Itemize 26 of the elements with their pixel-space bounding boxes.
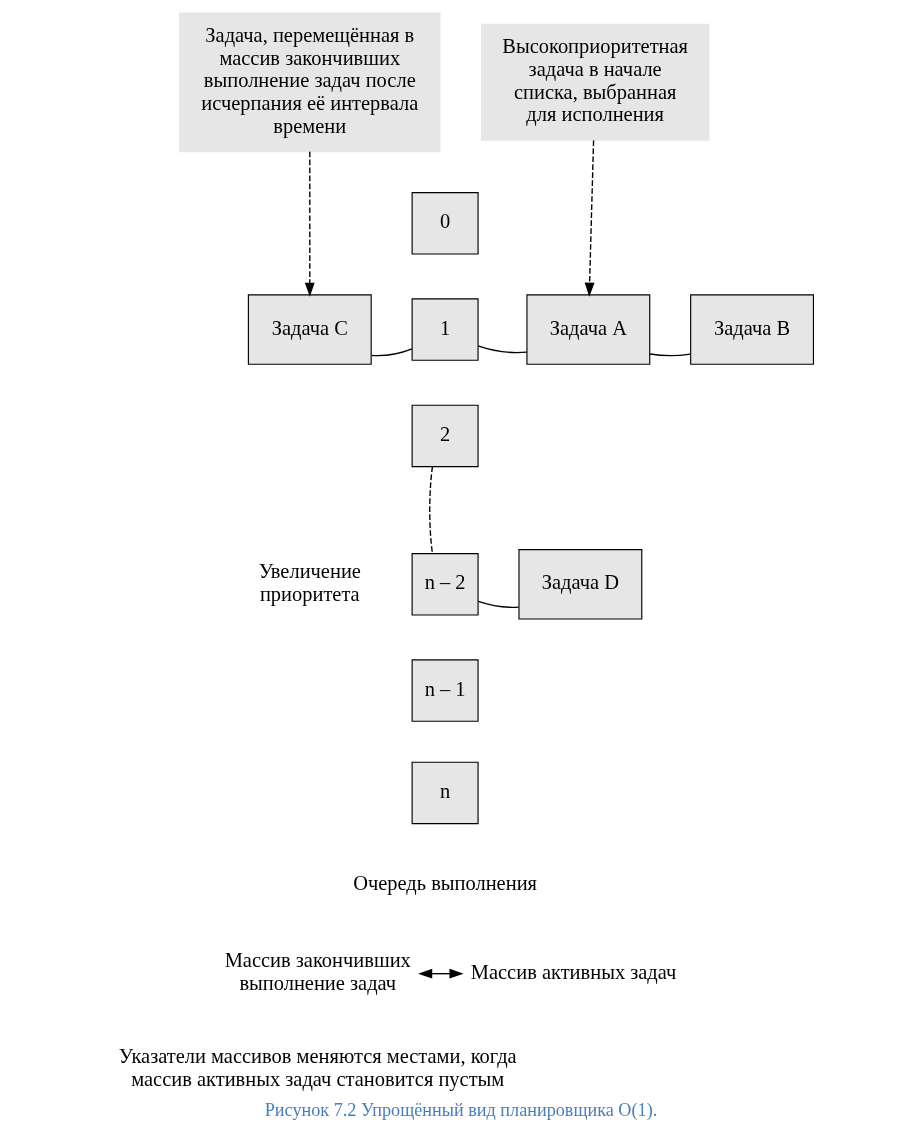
node-box: Высокоприоритетная задача в начале списка, выбранная для исполнения	[480, 23, 710, 141]
connector	[477, 600, 520, 608]
node-text: Массив закончивших выполнение задач	[224, 949, 411, 995]
node-box: 0	[411, 192, 479, 255]
node-box: Задача, перемещённая в массив закончивших выполнение задач после исчерпания её интервала времени	[179, 12, 441, 153]
arrow	[304, 151, 315, 297]
node-box: Задача A	[526, 294, 651, 365]
node-box: 1	[411, 298, 479, 361]
label: Указатели массивов меняются местами, когда массив активных задач становится пустым	[118, 1044, 517, 1090]
label: Очередь выполнения	[353, 872, 538, 894]
connector	[370, 348, 413, 357]
node-box: Задача B	[690, 294, 815, 365]
node-box: n – 1	[411, 659, 479, 722]
node-box: 2	[411, 404, 479, 468]
caption: Рисунок 7.2 Упрощённый вид планировщика O(1).	[264, 1099, 658, 1120]
node-box: n – 2	[411, 553, 479, 616]
node-box: Задача C	[247, 294, 372, 365]
connector	[429, 465, 434, 554]
label: Увеличение приоритета	[258, 559, 361, 605]
connector	[477, 345, 528, 354]
node-box: n	[411, 761, 479, 825]
node-box: Задача D	[518, 549, 643, 620]
arrow	[418, 968, 464, 979]
node-text: Массив активных задач	[470, 960, 677, 983]
arrow	[584, 139, 595, 297]
connector	[649, 353, 691, 357]
